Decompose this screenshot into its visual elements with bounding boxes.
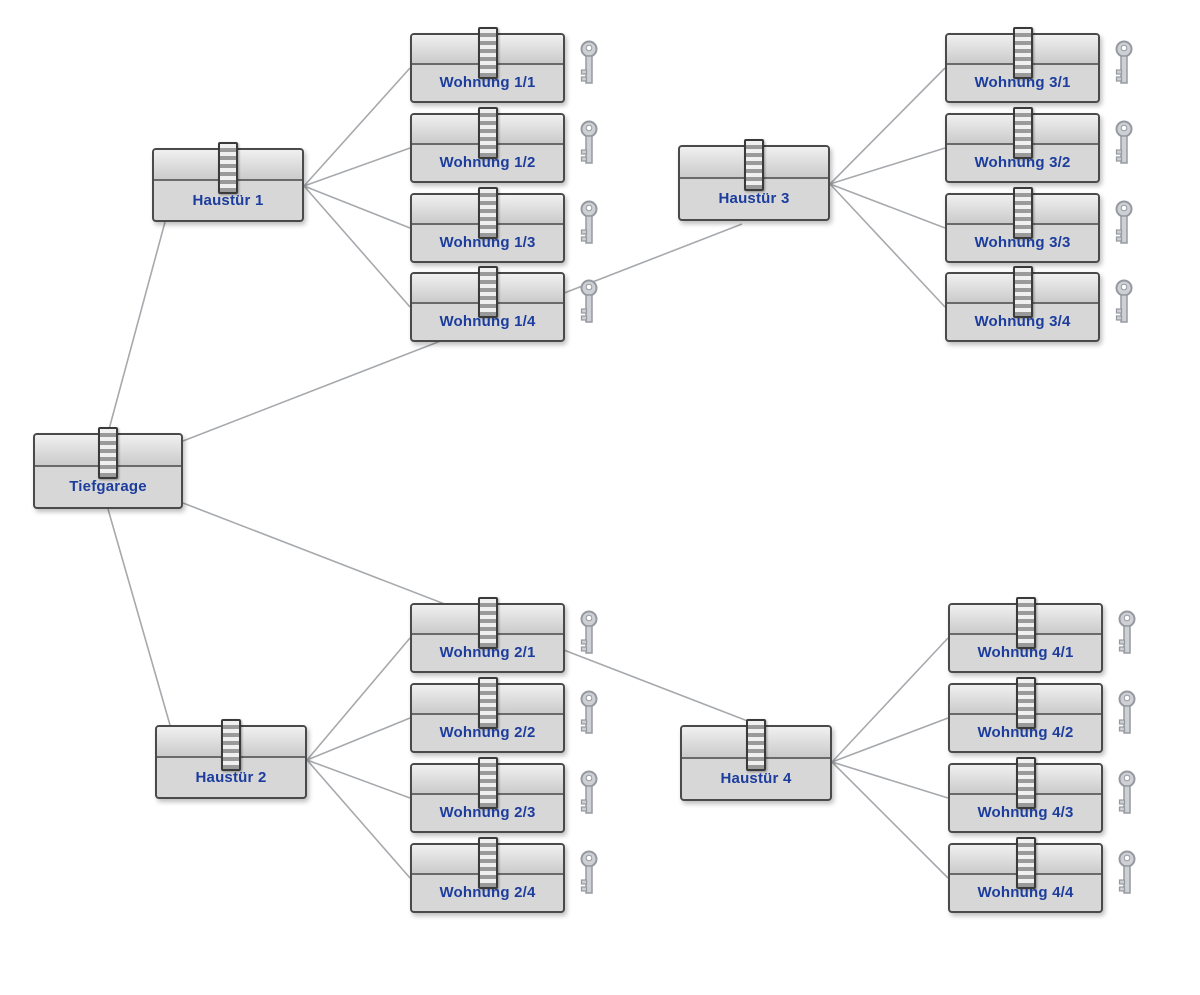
- connector-line-haustuer-1-wohnung-1-2: [303, 147, 411, 187]
- key-icon: [577, 200, 601, 250]
- lock-cylinder-haustuer-4: Haustür 4: [680, 719, 832, 801]
- cylinder-label: Haustür 3: [718, 190, 790, 208]
- cylinder-label: Wohnung 3/2: [974, 154, 1071, 172]
- keyway-pins-icon: [477, 837, 498, 889]
- cylinder-label: Haustür 2: [195, 768, 267, 786]
- keyway-pins-icon: [1012, 107, 1033, 159]
- key-icon: [1112, 40, 1136, 90]
- keyway-pins-icon: [218, 142, 238, 194]
- key-icon: [1115, 770, 1139, 820]
- keyway-pins-icon: [1012, 266, 1033, 318]
- keyway-pins-icon: [746, 719, 766, 771]
- key-icon: [1115, 690, 1139, 740]
- cylinder-label: Wohnung 2/4: [439, 884, 536, 902]
- keyway-pins-icon: [1015, 757, 1036, 809]
- key-icon: [577, 279, 601, 329]
- cylinder-label: Wohnung 2/1: [439, 644, 536, 662]
- lock-cylinder-tiefgarage: Tiefgarage: [33, 427, 183, 509]
- cylinder-label: Wohnung 3/3: [974, 234, 1071, 252]
- connector-line-haustuer-2-wohnung-2-2: [306, 717, 411, 761]
- connector-line-haustuer-1-wohnung-1-1: [303, 67, 411, 187]
- key-icon: [577, 120, 601, 170]
- key-icon: [577, 610, 601, 660]
- keyway-pins-icon: [98, 427, 118, 479]
- cylinder-label: Wohnung 2/3: [439, 804, 536, 822]
- connector-line-haustuer-3-wohnung-3-2: [829, 147, 946, 185]
- lock-cylinder-wohnung-3-3: Wohnung 3/3: [945, 187, 1100, 263]
- key-icon: [577, 850, 601, 900]
- cylinder-label: Wohnung 4/3: [977, 804, 1074, 822]
- connector-line-haustuer-4-wohnung-4-4: [831, 761, 949, 879]
- cylinder-label: Wohnung 1/2: [439, 154, 536, 172]
- lock-cylinder-wohnung-4-3: Wohnung 4/3: [948, 757, 1103, 833]
- keyway-pins-icon: [477, 677, 498, 729]
- keyway-pins-icon: [477, 107, 498, 159]
- connector-line-haustuer-3-wohnung-3-4: [829, 183, 946, 308]
- cylinder-label: Wohnung 3/1: [974, 74, 1071, 92]
- keyway-pins-icon: [1015, 837, 1036, 889]
- connector-line-tiefgarage-haustuer-1: [107, 221, 166, 434]
- connector-line-haustuer-4-wohnung-4-1: [831, 637, 949, 763]
- lock-cylinder-wohnung-4-2: Wohnung 4/2: [948, 677, 1103, 753]
- key-icon: [1115, 850, 1139, 900]
- key-icon: [577, 690, 601, 740]
- lock-cylinder-wohnung-1-2: Wohnung 1/2: [410, 107, 565, 183]
- keyway-pins-icon: [477, 27, 498, 79]
- lock-cylinder-wohnung-3-2: Wohnung 3/2: [945, 107, 1100, 183]
- connector-line-haustuer-2-wohnung-2-1: [306, 637, 411, 761]
- lock-cylinder-wohnung-3-4: Wohnung 3/4: [945, 266, 1100, 342]
- key-icon: [577, 770, 601, 820]
- cylinder-label: Wohnung 4/4: [977, 884, 1074, 902]
- lock-cylinder-wohnung-2-2: Wohnung 2/2: [410, 677, 565, 753]
- connector-line-haustuer-3-wohnung-3-1: [829, 67, 946, 185]
- cylinder-label: Wohnung 4/2: [977, 724, 1074, 742]
- cylinder-label: Wohnung 1/1: [439, 74, 536, 92]
- key-icon: [577, 40, 601, 90]
- connector-line-haustuer-1-wohnung-1-4: [303, 185, 411, 308]
- lock-cylinder-wohnung-1-3: Wohnung 1/3: [410, 187, 565, 263]
- lock-cylinder-wohnung-2-1: Wohnung 2/1: [410, 597, 565, 673]
- lock-cylinder-haustuer-3: Haustür 3: [678, 139, 830, 221]
- keyway-pins-icon: [477, 266, 498, 318]
- cylinder-label: Tiefgarage: [69, 478, 147, 496]
- cylinder-label: Wohnung 1/3: [439, 234, 536, 252]
- key-icon: [1112, 200, 1136, 250]
- lock-cylinder-haustuer-1: Haustür 1: [152, 142, 304, 222]
- connector-line-haustuer-3-wohnung-3-3: [829, 183, 946, 229]
- connector-line-haustuer-4-wohnung-4-2: [831, 717, 949, 763]
- lock-cylinder-wohnung-1-1: Wohnung 1/1: [410, 27, 565, 103]
- keyway-pins-icon: [744, 139, 764, 191]
- cylinder-label: Haustür 4: [720, 770, 792, 788]
- cylinder-label: Haustür 1: [192, 191, 264, 209]
- connector-line-haustuer-1-wohnung-1-3: [303, 185, 411, 229]
- keyway-pins-icon: [477, 187, 498, 239]
- connector-line-haustuer-2-wohnung-2-4: [306, 759, 411, 879]
- connector-line-tiefgarage-haustuer-2: [107, 508, 171, 726]
- lock-cylinder-wohnung-2-4: Wohnung 2/4: [410, 837, 565, 913]
- lock-cylinder-haustuer-2: Haustür 2: [155, 719, 307, 799]
- keyway-pins-icon: [1015, 597, 1036, 649]
- keyway-pins-icon: [1012, 27, 1033, 79]
- cylinder-label: Wohnung 3/4: [974, 313, 1071, 331]
- keyway-pins-icon: [477, 597, 498, 649]
- cylinder-label: Wohnung 2/2: [439, 724, 536, 742]
- keyway-pins-icon: [1012, 187, 1033, 239]
- lock-cylinder-wohnung-2-3: Wohnung 2/3: [410, 757, 565, 833]
- keyway-pins-icon: [221, 719, 241, 771]
- key-icon: [1115, 610, 1139, 660]
- lock-cylinder-wohnung-3-1: Wohnung 3/1: [945, 27, 1100, 103]
- lock-cylinder-wohnung-1-4: Wohnung 1/4: [410, 266, 565, 342]
- connector-line-haustuer-2-wohnung-2-3: [306, 759, 411, 799]
- cylinder-label: Wohnung 4/1: [977, 644, 1074, 662]
- key-icon: [1112, 279, 1136, 329]
- cylinder-label: Wohnung 1/4: [439, 313, 536, 331]
- connector-line-haustuer-4-wohnung-4-3: [831, 761, 949, 799]
- keyway-pins-icon: [1015, 677, 1036, 729]
- key-icon: [1112, 120, 1136, 170]
- lock-cylinder-wohnung-4-1: Wohnung 4/1: [948, 597, 1103, 673]
- lock-cylinder-wohnung-4-4: Wohnung 4/4: [948, 837, 1103, 913]
- keyway-pins-icon: [477, 757, 498, 809]
